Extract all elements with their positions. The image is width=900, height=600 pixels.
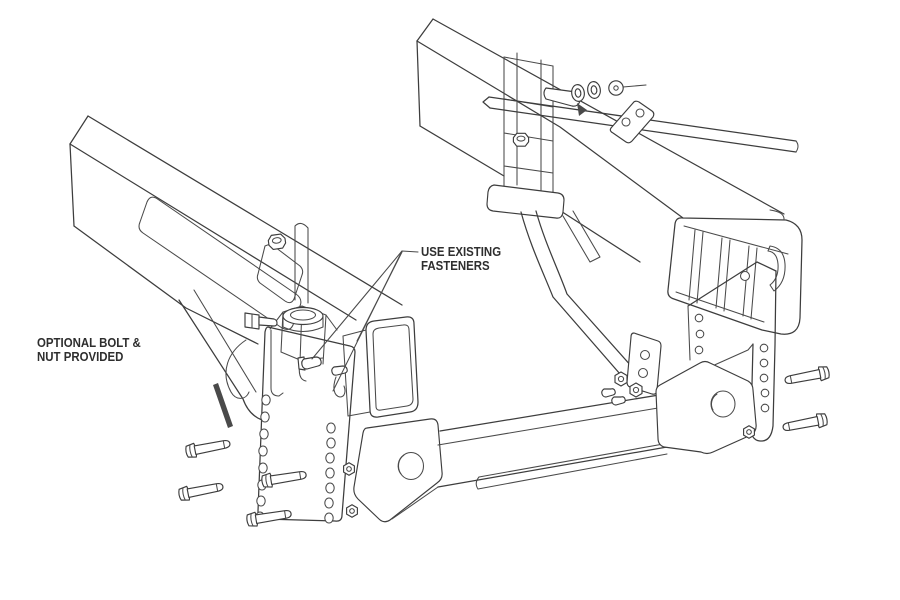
stud (612, 397, 626, 405)
receiver-tube (343, 317, 418, 417)
hex-bolt (781, 411, 829, 436)
right-frame-rail (417, 19, 802, 382)
clevis-pin (332, 366, 348, 375)
existing-fasteners (245, 232, 348, 397)
weld-hook (768, 246, 785, 291)
label-optional-bolt-line1: OPTIONAL BOLT & (37, 335, 141, 350)
label-optional-bolt-nut: OPTIONAL BOLT & NUT PROVIDED (37, 335, 141, 365)
square-nut-and-stud (245, 313, 277, 329)
label-use-existing-line2: FASTENERS (421, 258, 490, 274)
mounting-bolts-left (177, 435, 308, 529)
hex-nut (512, 132, 530, 147)
flat-bracket (610, 101, 653, 143)
frame-channel (487, 53, 564, 218)
face-bolt (343, 462, 355, 476)
boss-cup (283, 308, 323, 332)
stud (602, 389, 616, 397)
mounting-bolts-right (781, 364, 831, 436)
hex-bolt (184, 435, 232, 460)
label-use-existing-fasteners: USE EXISTING FASTENERS (421, 244, 502, 274)
hex-bolt (614, 371, 628, 387)
right-mount-plate (602, 262, 776, 441)
right-clevis-plate (656, 362, 756, 454)
left-mount-plate (255, 306, 355, 524)
label-optional-bolt-line2: NUT PROVIDED (37, 349, 124, 365)
hex-bolt (629, 382, 643, 398)
flange-nut (267, 232, 287, 251)
arrow-marker (577, 103, 587, 116)
hex-bolt (260, 467, 308, 490)
bolt-head-end (609, 81, 646, 95)
face-bolt (346, 504, 358, 518)
hex-bolt (245, 506, 293, 529)
cotter-hook (334, 377, 345, 397)
ribbed-end-plate (668, 210, 802, 334)
top-hardware (483, 81, 798, 152)
left-plate-hole-column-left (255, 394, 271, 523)
left-plate-hole-column-right (324, 422, 336, 524)
leader-lines (312, 251, 418, 391)
washer (586, 80, 602, 100)
label-use-existing-line1: USE EXISTING (421, 244, 502, 259)
tie-rod (476, 443, 669, 489)
pin-bolt (298, 357, 321, 370)
diagonal-strap (521, 211, 641, 382)
attachment-bracket (627, 333, 661, 394)
left-clevis-plate (343, 419, 443, 522)
hex-bolt (783, 364, 831, 389)
hex-bolt (177, 478, 225, 503)
face-bolt (743, 425, 755, 439)
